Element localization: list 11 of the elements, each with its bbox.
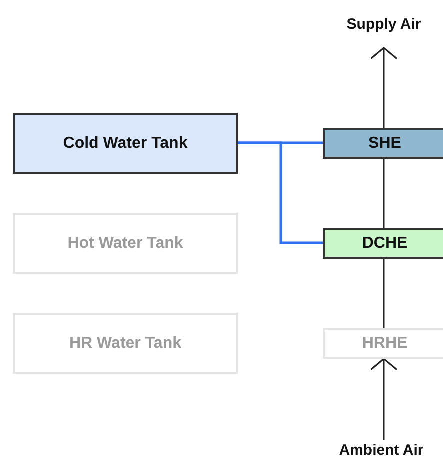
exchanger-box: DCHE: [323, 228, 443, 259]
air-flow-arrow: [370, 47, 398, 128]
air-flow-arrow: [370, 358, 398, 440]
tank-box: Hot Water Tank: [13, 213, 238, 274]
air-label: Supply Air: [324, 10, 443, 48]
exchanger-box: SHE: [323, 128, 443, 159]
air-label: Ambient Air: [320, 440, 443, 463]
tank-box: HR Water Tank: [13, 313, 238, 374]
pipe-line: [238, 142, 323, 244]
exchanger-box: HRHE: [323, 328, 443, 359]
tank-box: Cold Water Tank: [13, 113, 238, 174]
